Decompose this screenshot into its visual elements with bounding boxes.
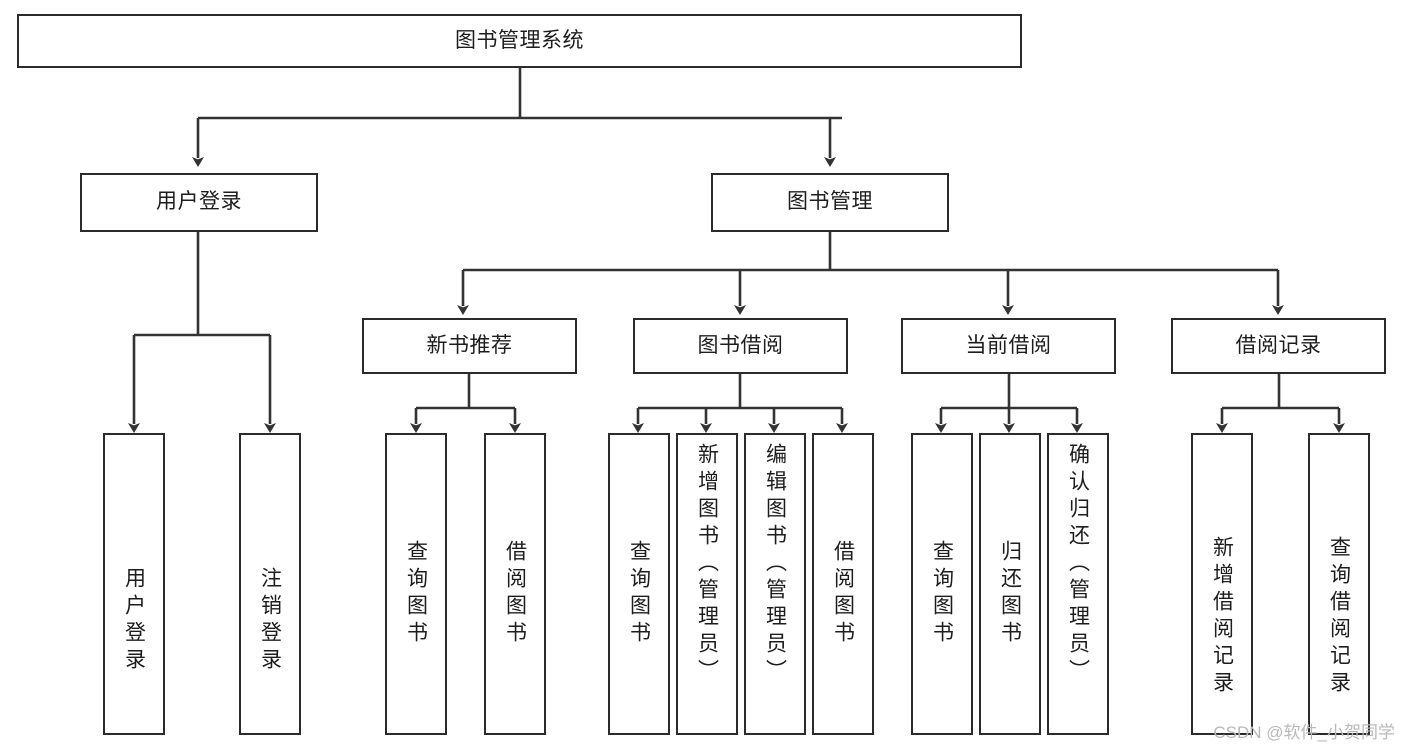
leaf-label: 注销登录 (258, 567, 282, 675)
leaf-new-book-query[interactable]: 查询图书 (385, 433, 447, 735)
leaf-label: 新增图书（管理员） (695, 443, 719, 686)
leaf-borrow-record-query[interactable]: 查询借阅记录 (1308, 433, 1370, 735)
leaf-label: 确认归还（管理员） (1066, 443, 1090, 686)
node-book-borrow-label: 图书借阅 (697, 333, 784, 357)
node-book-management-label: 图书管理 (787, 190, 873, 214)
node-current-borrow-label: 当前借阅 (965, 333, 1052, 357)
leaf-user-login-logout[interactable]: 注销登录 (239, 433, 301, 735)
node-user-login[interactable]: 用户登录 (80, 173, 318, 232)
leaf-book-borrow-query[interactable]: 查询图书 (608, 433, 670, 735)
leaf-borrow-record-add[interactable]: 新增借阅记录 (1191, 433, 1253, 735)
node-current-borrow[interactable]: 当前借阅 (901, 318, 1116, 374)
leaf-label: 查询借阅记录 (1327, 536, 1351, 698)
node-root[interactable]: 图书管理系统 (17, 14, 1022, 68)
leaf-label: 查询图书 (627, 540, 651, 648)
leaf-label: 借阅图书 (831, 540, 855, 648)
node-borrow-record-label: 借阅记录 (1235, 333, 1322, 357)
node-new-book-recommend[interactable]: 新书推荐 (362, 318, 577, 374)
leaf-label: 借阅图书 (503, 540, 527, 648)
node-book-borrow[interactable]: 图书借阅 (633, 318, 848, 374)
leaf-book-borrow-borrow[interactable]: 借阅图书 (812, 433, 874, 735)
leaf-label: 编辑图书（管理员） (763, 443, 787, 686)
node-root-label: 图书管理系统 (455, 28, 584, 52)
leaf-current-borrow-confirm[interactable]: 确认归还（管理员） (1047, 433, 1109, 735)
leaf-current-borrow-return[interactable]: 归还图书 (979, 433, 1041, 735)
leaf-current-borrow-query[interactable]: 查询图书 (911, 433, 973, 735)
leaf-book-borrow-edit[interactable]: 编辑图书（管理员） (744, 433, 806, 735)
leaf-user-login-login[interactable]: 用户登录 (103, 433, 165, 735)
leaf-label: 新增借阅记录 (1210, 536, 1234, 698)
leaf-label: 查询图书 (930, 540, 954, 648)
leaf-label: 用户登录 (122, 567, 146, 675)
node-borrow-record[interactable]: 借阅记录 (1171, 318, 1386, 374)
node-book-management[interactable]: 图书管理 (711, 173, 949, 232)
csdn-watermark: CSDN @软件_小贺同学 (1213, 723, 1395, 742)
node-user-login-label: 用户登录 (156, 190, 242, 214)
node-new-book-recommend-label: 新书推荐 (426, 333, 513, 357)
leaf-label: 查询图书 (404, 540, 428, 648)
leaf-new-book-borrow[interactable]: 借阅图书 (484, 433, 546, 735)
leaf-book-borrow-add[interactable]: 新增图书（管理员） (676, 433, 738, 735)
leaf-label: 归还图书 (998, 540, 1022, 648)
